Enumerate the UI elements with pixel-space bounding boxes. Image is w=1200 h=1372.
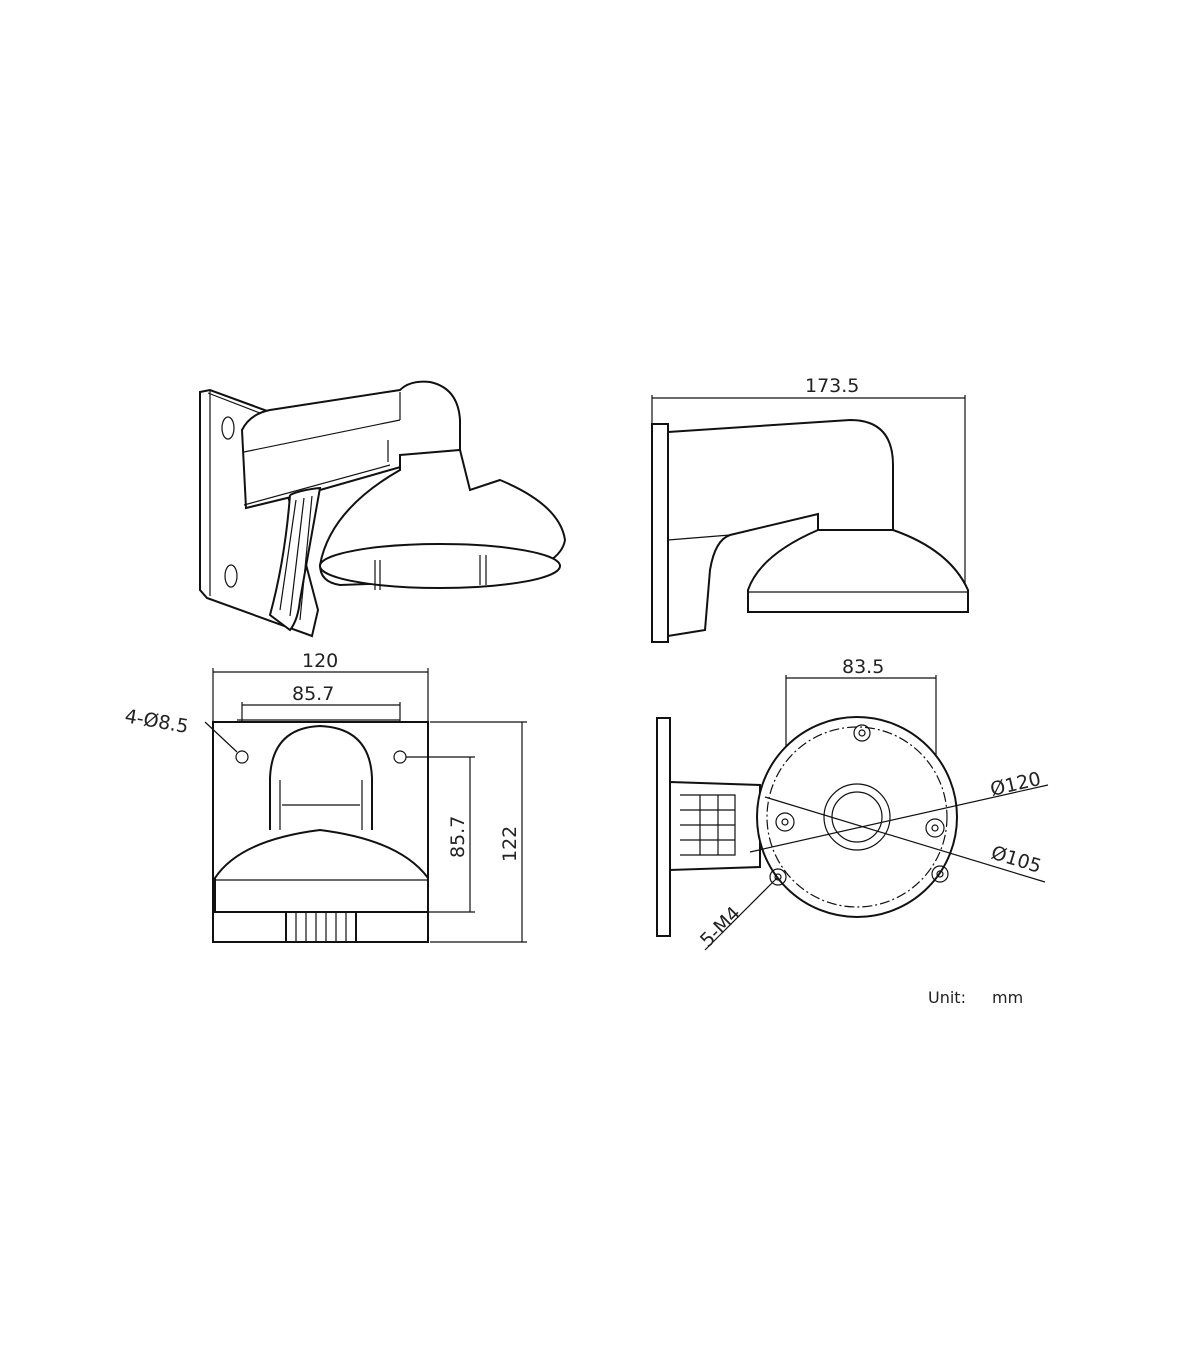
dim-hole-spacing-v: 85.7 <box>447 816 469 858</box>
bottom-view: 83.5 Ø120 Ø105 5-M4 <box>656 656 1049 952</box>
dim-bottom-hole-spacing: 83.5 <box>842 656 884 678</box>
screw-callout: 5-M4 <box>696 902 745 951</box>
unit-label: Unit: <box>928 988 966 1007</box>
hole-callout: 4-Ø8.5 <box>123 705 190 738</box>
dim-front-height: 122 <box>499 826 521 862</box>
isometric-view <box>199 380 567 638</box>
front-view: 120 85.7 85.7 122 4-Ø8.5 <box>123 650 527 943</box>
dim-front-width: 120 <box>302 650 338 672</box>
unit-value: mm <box>992 988 1023 1007</box>
dim-bolt-circle: Ø105 <box>989 842 1044 878</box>
dim-side-width: 173.5 <box>805 375 859 397</box>
screw-holes <box>769 724 949 886</box>
dim-outer-diameter: Ø120 <box>988 768 1043 801</box>
dim-hole-spacing-h: 85.7 <box>292 683 334 705</box>
side-view: 173.5 <box>651 375 969 643</box>
